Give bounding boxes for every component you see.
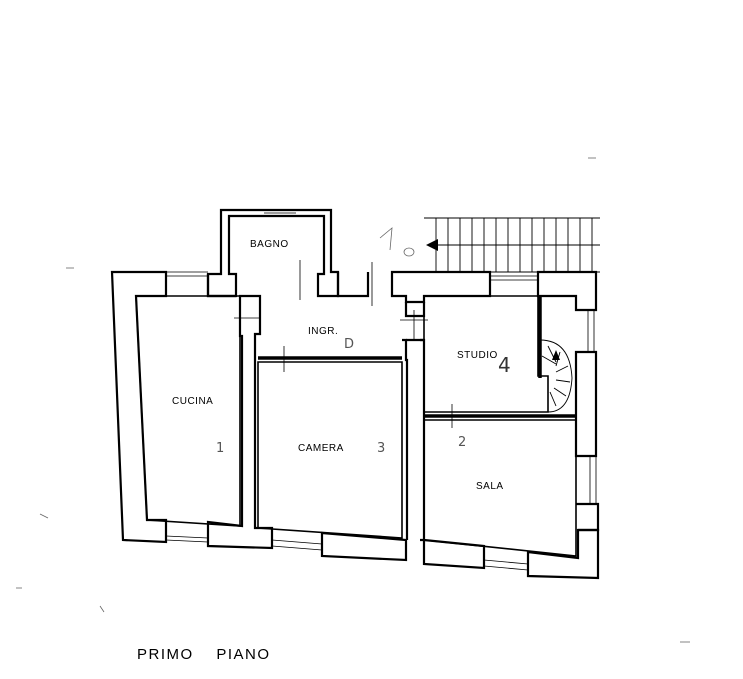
ingresso-pencil-mark: D (344, 337, 354, 352)
interior-walls (135, 295, 577, 557)
floor-title: PRIMO PIANO (137, 646, 271, 663)
room-label-sala: SALA (476, 481, 504, 492)
camera-south-wall (320, 531, 408, 562)
sala-pencil-mark: 2 (458, 435, 466, 450)
window-bagno (264, 209, 296, 214)
stair-arrow-icon (426, 239, 438, 251)
room-label-camera: CAMERA (298, 443, 344, 454)
exterior-stair (424, 217, 600, 273)
sala-south-wall (422, 538, 486, 570)
window-sala-south (483, 559, 529, 571)
pier-ingr-studio (404, 302, 426, 318)
window-north-ingresso (490, 275, 538, 281)
window-cucina-south (165, 535, 209, 543)
window-east-upper (587, 310, 595, 352)
windows (165, 209, 597, 571)
sala-outline (423, 419, 577, 557)
cucina-pencil-mark: 1 (216, 441, 224, 456)
window-cucina-north (166, 271, 208, 297)
camera-pencil-mark: 3 (377, 441, 385, 456)
studio-outline (423, 295, 549, 413)
room-label-studio: STUDIO (457, 350, 498, 361)
room-label-bagno: BAGNO (250, 239, 289, 250)
spiral-stair-arrow-icon (552, 350, 560, 360)
room-label-ingresso: INGR. (308, 326, 338, 337)
window-east-lower (589, 456, 597, 504)
pencil-marks (16, 157, 690, 643)
cucina-west-wall (110, 270, 168, 544)
bagno-walls (206, 208, 340, 298)
north-wall-ingresso (336, 272, 370, 298)
east-wall-upper (536, 270, 598, 312)
studio-pencil-mark: 4 (498, 353, 511, 377)
east-wall-middle (574, 350, 598, 458)
spiral-stair (539, 339, 573, 413)
heavy-partitions (258, 296, 576, 418)
east-wall-lower (576, 502, 600, 532)
window-camera-south (271, 539, 323, 551)
pier-north-1 (206, 274, 236, 298)
cucina-outline (135, 295, 241, 527)
camera-outline (257, 361, 403, 539)
camera-sala-wall (402, 338, 426, 542)
room-label-cucina: CUCINA (172, 396, 213, 407)
door-marks (234, 260, 466, 428)
ingresso-east-pier (390, 270, 492, 304)
cucina-camera-wall (206, 294, 274, 550)
